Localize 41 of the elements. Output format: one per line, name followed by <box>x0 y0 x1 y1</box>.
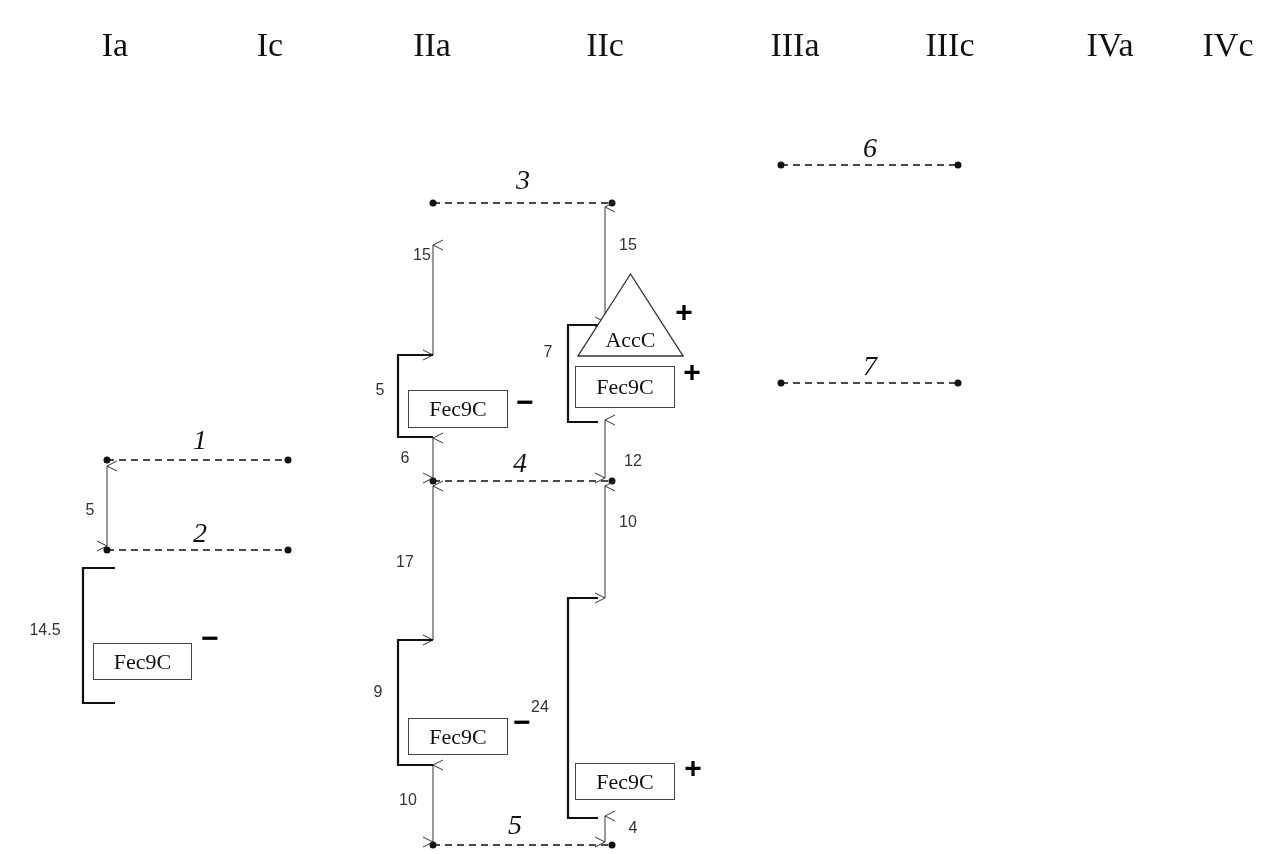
distance-value: 17 <box>396 554 414 570</box>
sign-symbol: + <box>684 753 702 783</box>
column-header: Ia <box>101 28 129 62</box>
interval-number: 6 <box>863 134 877 162</box>
interval-number: 7 <box>863 352 877 380</box>
sign-symbol: − <box>201 623 219 653</box>
gene-box: Fec9C <box>575 366 675 408</box>
interval-number: 2 <box>193 519 207 547</box>
column-header: IIIa <box>770 28 820 62</box>
distance-value: 7 <box>543 344 553 360</box>
interval-number: 5 <box>508 811 522 839</box>
interval-number: 4 <box>513 449 527 477</box>
distance-value: 5 <box>85 502 95 518</box>
sign-symbol: − <box>516 387 534 417</box>
column-header: IIIc <box>925 28 975 62</box>
marker-label: AccC <box>605 327 656 353</box>
sign-symbol: − <box>513 707 531 737</box>
sign-symbol: + <box>683 357 701 387</box>
gene-box: Fec9C <box>408 390 508 428</box>
gene-box: Fec9C <box>93 643 192 680</box>
distance-value: 10 <box>619 514 637 530</box>
distance-value: 6 <box>400 450 410 466</box>
distance-value: 10 <box>399 792 417 808</box>
gene-box: Fec9C <box>408 718 508 755</box>
column-header: IIc <box>586 28 624 62</box>
distance-value: 5 <box>375 382 385 398</box>
sign-symbol: + <box>675 297 693 327</box>
interval-number: 1 <box>193 426 207 454</box>
column-header: Ic <box>256 28 284 62</box>
distance-value: 9 <box>373 684 383 700</box>
column-header: IIa <box>413 28 451 62</box>
distance-value: 12 <box>624 453 642 469</box>
distance-value: 14.5 <box>29 622 61 638</box>
gene-box: Fec9C <box>575 763 675 800</box>
distance-value: 15 <box>619 237 637 253</box>
interval-number: 3 <box>516 166 530 194</box>
column-header: IVa <box>1086 28 1134 62</box>
distance-value: 4 <box>628 820 638 836</box>
distance-value: 24 <box>531 699 549 715</box>
distance-value: 15 <box>413 247 431 263</box>
column-header: IVc <box>1202 28 1254 62</box>
